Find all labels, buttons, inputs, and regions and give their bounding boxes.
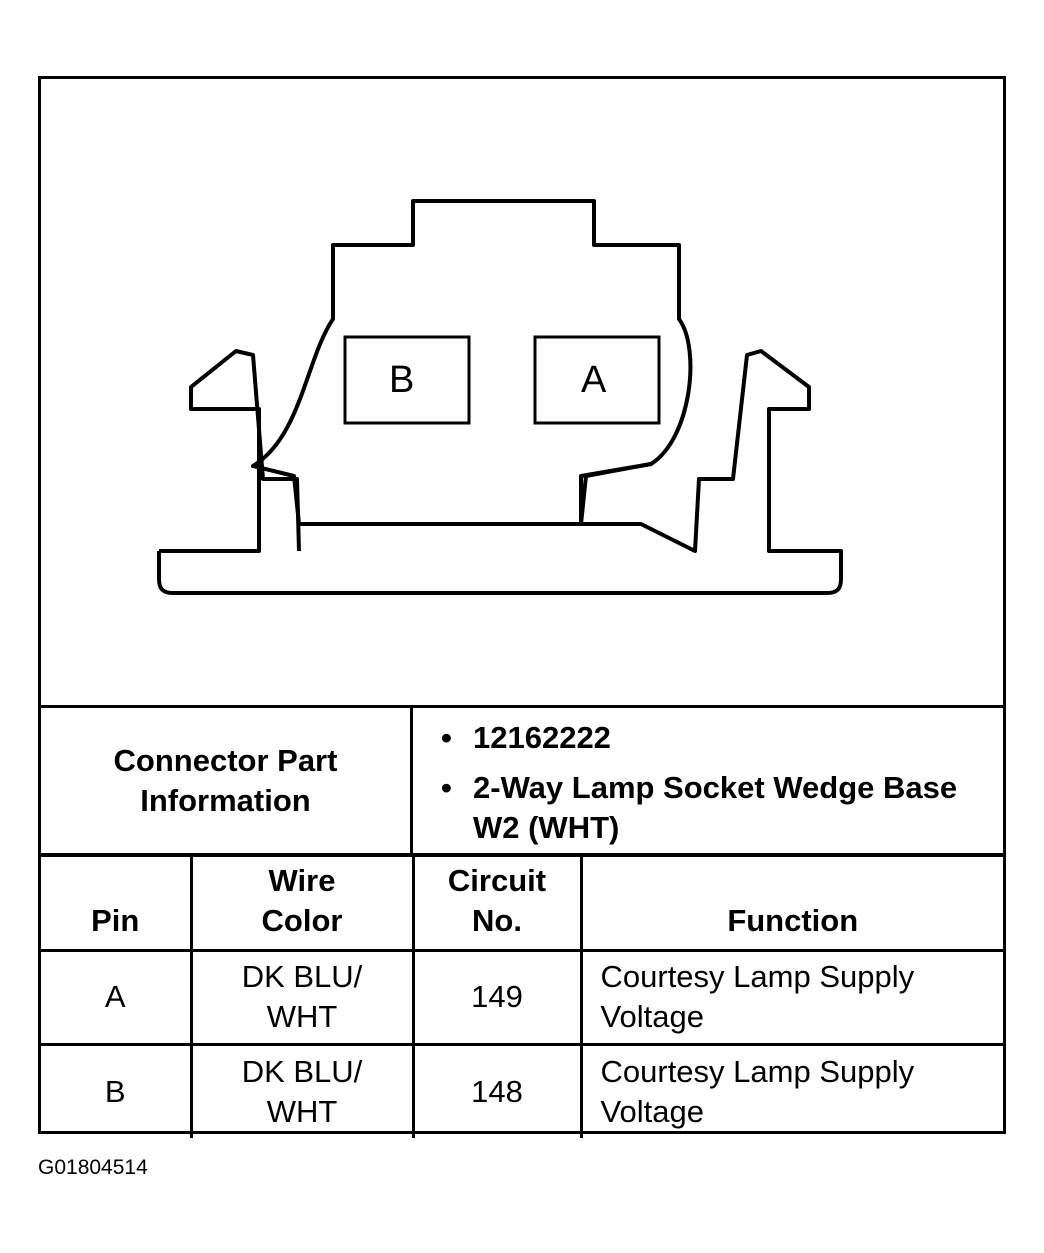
connector-housing [251,199,693,526]
part-info-heading: Connector Part Information [113,742,338,818]
header-wire-color: Wire Color [189,853,415,952]
diagram-frame: B A Connector Part Information 12162222 … [38,76,1006,1138]
part-info-heading-cell: Connector Part Information [41,708,413,853]
table-row: B DK BLU/ WHT 148 Courtesy Lamp Supply V… [41,1042,1003,1138]
cavity-b-label: B [389,359,415,401]
pin-table-header: Pin Wire Color Circuit No. Function [41,853,1003,952]
circuit-cell: 149 [411,948,583,1046]
figure-id: G01804514 [38,1156,148,1179]
wire-color-cell: DK BLU/ WHT [189,948,415,1046]
header-circuit: Circuit No. [411,853,583,952]
connector-drawing: B A [41,79,1003,705]
function-cell: Courtesy Lamp Supply Voltage [579,948,1003,1046]
table-row: A DK BLU/ WHT 149 Courtesy Lamp Supply V… [41,948,1003,1046]
connector-outline [157,199,843,595]
left-latch [157,349,843,595]
header-pin: Pin [41,853,193,952]
wire-color-cell: DK BLU/ WHT [189,1042,415,1138]
cavity-a-label: A [581,359,607,401]
pin-cell: B [41,1042,193,1138]
cavity-a [533,335,661,425]
cavity-b [343,335,471,425]
connector-base [159,319,419,555]
function-cell: Courtesy Lamp Supply Voltage [579,1042,1003,1138]
part-description: 2-Way Lamp Socket Wedge Base W2 (WHT) [441,768,983,848]
pin-table: Pin Wire Color Circuit No. Function A DK… [41,853,1003,1138]
part-info-list: 12162222 2-Way Lamp Socket Wedge Base W2… [413,708,1003,853]
connector-part-info: Connector Part Information 12162222 2-Wa… [41,705,1003,853]
part-number: 12162222 [441,718,983,758]
circuit-cell: 148 [411,1042,583,1138]
header-function: Function [579,853,1003,952]
pin-cell: A [41,948,193,1046]
